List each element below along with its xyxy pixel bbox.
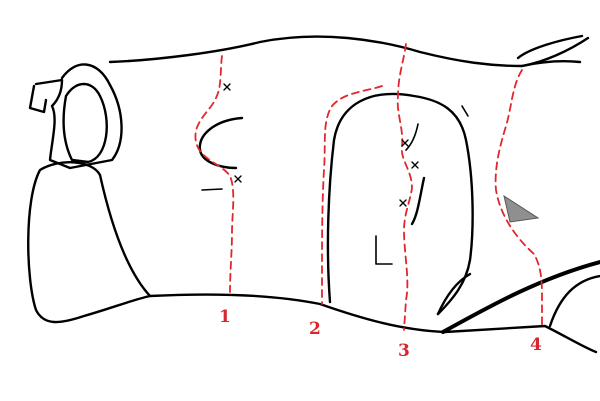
right-lower-arc — [436, 272, 472, 316]
cut-label-1: 1 — [219, 307, 231, 327]
right-lower-curve — [548, 274, 600, 328]
x-mark — [223, 83, 231, 91]
hook-tick — [201, 188, 223, 191]
body-outline-bottom — [148, 293, 598, 354]
right-tip-fold — [516, 34, 584, 68]
left-inner-lobe — [62, 82, 108, 164]
suture-arc-upper — [405, 123, 419, 151]
heavy-diagonal-band — [441, 260, 600, 334]
cut-label-3: 3 — [398, 341, 410, 361]
cut-line-4 — [494, 69, 543, 327]
left-lower-lobe — [27, 161, 152, 324]
hook-structure — [198, 116, 244, 170]
x-mark — [411, 161, 419, 169]
left-upper-lobe — [34, 63, 123, 170]
cut-line-1 — [194, 55, 235, 293]
shaded-wedge — [503, 194, 540, 223]
body-outline-top — [108, 35, 590, 68]
central-lobe-tick — [461, 105, 469, 117]
central-lobe — [326, 92, 474, 316]
cut-line-3 — [396, 43, 413, 331]
x-mark — [401, 139, 409, 147]
suture-bar — [410, 176, 426, 226]
cut-label-4: 4 — [530, 335, 542, 355]
cut-line-2 — [321, 85, 383, 305]
cut-label-2: 2 — [309, 319, 321, 339]
left-tip — [28, 84, 48, 114]
x-mark — [234, 175, 242, 183]
x-mark — [399, 199, 407, 207]
corner-mark — [375, 235, 393, 265]
